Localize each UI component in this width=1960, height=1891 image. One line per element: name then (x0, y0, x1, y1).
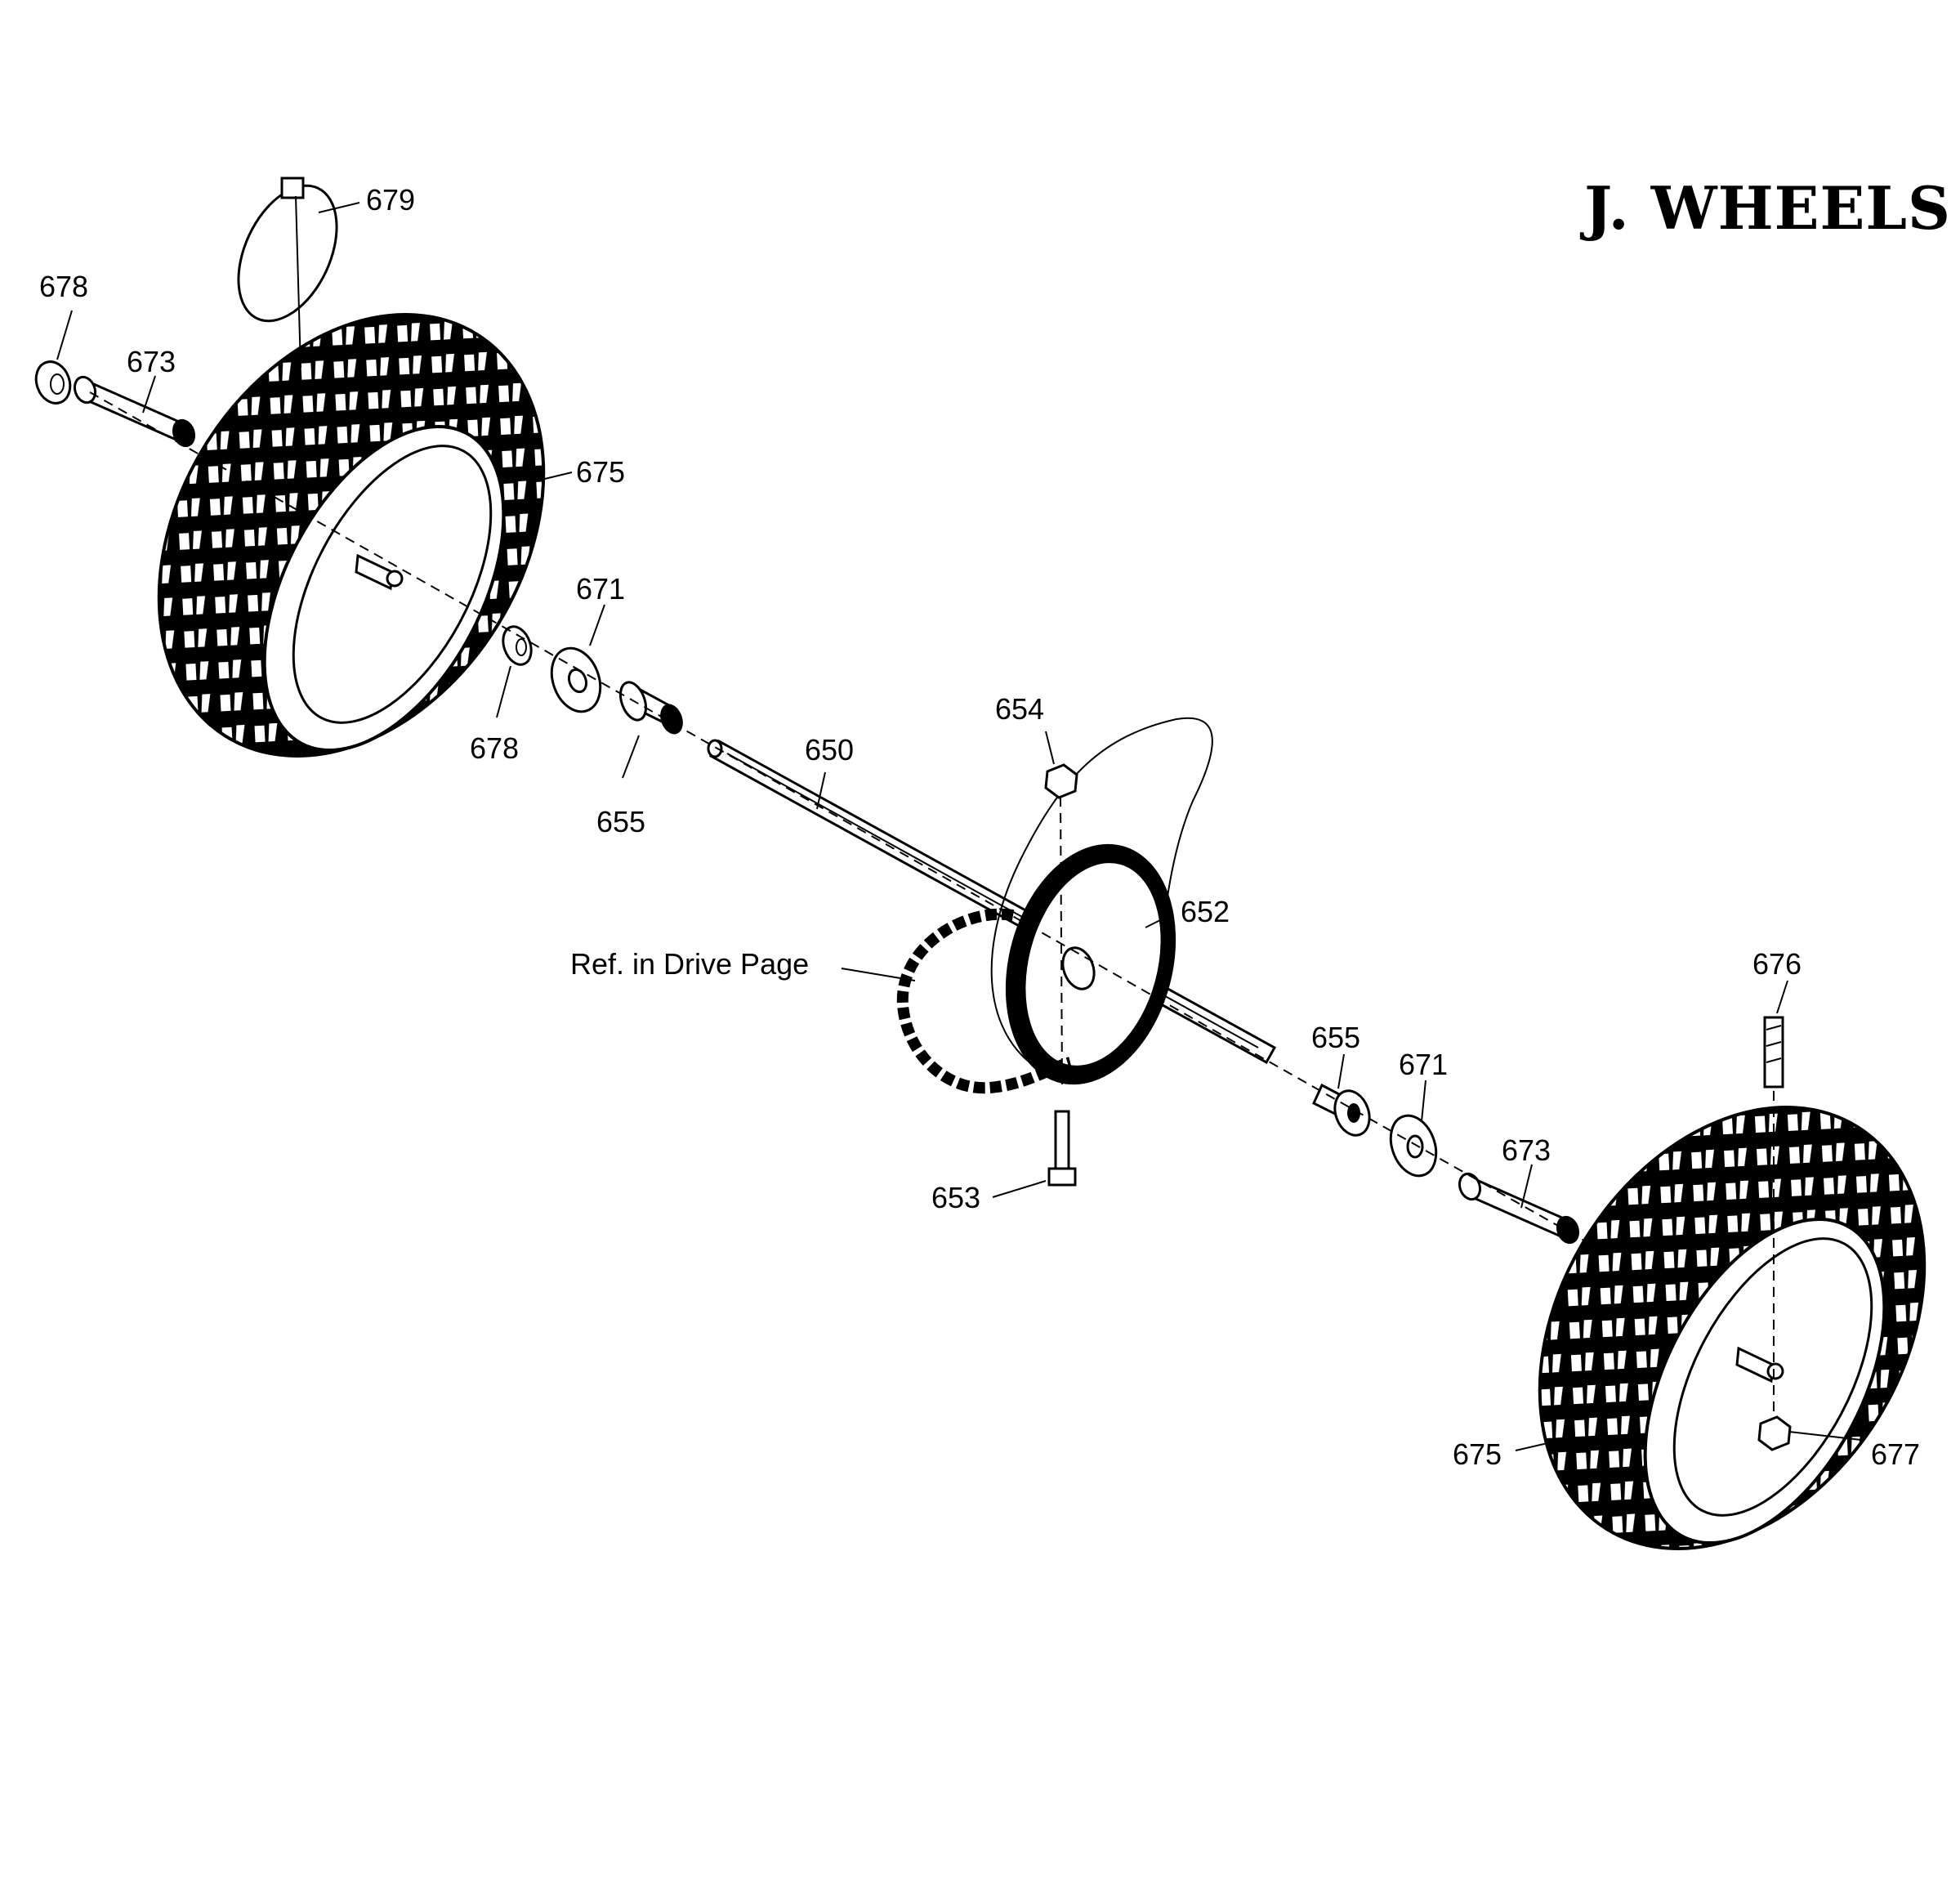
left-wheel (157, 313, 546, 758)
callout-677: 677 (1871, 1437, 1920, 1471)
callout-654: 654 (995, 692, 1044, 726)
callout-675-left: 675 (576, 455, 625, 489)
callout-675-right: 675 (1453, 1437, 1502, 1471)
hairpin-clip-679 (237, 177, 338, 369)
spacer-tube-673-left (73, 375, 196, 448)
callout-678-inner: 678 (470, 731, 519, 765)
callout-676: 676 (1752, 947, 1802, 981)
washer-671-right (1389, 1114, 1438, 1178)
bolt-653 (1047, 1110, 1077, 1187)
callout-652: 652 (1181, 895, 1230, 928)
page-title: J. WHEELS (1579, 173, 1951, 243)
nut-677 (1757, 1415, 1792, 1451)
leader-lines (56, 202, 1862, 1451)
drive-chain (896, 908, 1072, 1094)
clip-678-outer (34, 360, 72, 405)
callout-655-left: 655 (596, 805, 645, 838)
callout-ref-drive-page: Ref. in Drive Page (570, 947, 809, 981)
axis-centerline (89, 391, 1602, 1251)
callout-671-left: 671 (576, 572, 625, 606)
bushing-655-left (618, 681, 683, 735)
nut-654 (1044, 763, 1078, 1088)
callout-673-right: 673 (1502, 1133, 1551, 1167)
callout-678-outer: 678 (39, 270, 88, 303)
bushing-655-right (1312, 1083, 1371, 1137)
callout-671-right: 671 (1399, 1048, 1448, 1081)
callout-650: 650 (805, 733, 854, 767)
clip-678-inner (502, 625, 533, 666)
callout-655-right: 655 (1311, 1021, 1360, 1054)
bolt-676 (1763, 1016, 1784, 1422)
washer-671-left (550, 646, 602, 713)
callout-673-left: 673 (127, 345, 176, 378)
sprocket-652 (1005, 843, 1176, 1085)
callout-679: 679 (366, 183, 415, 217)
callout-653: 653 (931, 1181, 980, 1214)
spacer-tube-673-right (1458, 1172, 1580, 1245)
right-wheel (1538, 1106, 1927, 1550)
